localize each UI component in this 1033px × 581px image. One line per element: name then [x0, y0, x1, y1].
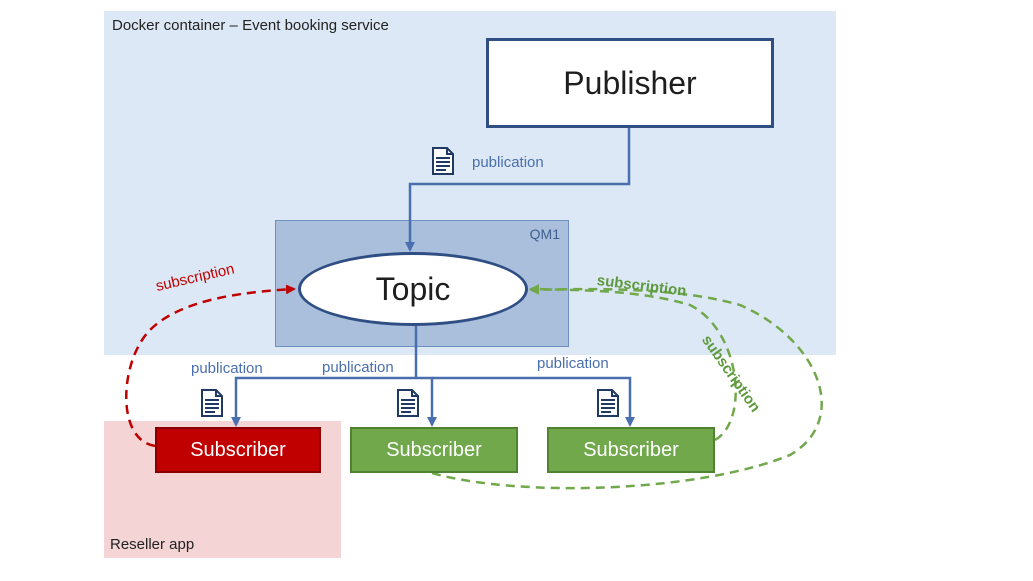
sub3-subscription-arrow — [529, 284, 737, 442]
topic-node: Topic — [298, 252, 528, 326]
reseller-subscription-arrow — [125, 284, 296, 448]
topic-label: Topic — [375, 270, 451, 307]
subscriber-label: Subscriber — [386, 438, 482, 461]
publication-label-sub1: publication — [191, 360, 263, 377]
publication-label-sub2: publication — [322, 359, 394, 376]
subscriber-internal-node-2: Subscriber — [547, 427, 715, 473]
publication-arrow-to-sub1 — [231, 376, 416, 427]
publication-label-sub3: publication — [537, 355, 609, 372]
docker-container-label: Docker container – Event booking service — [112, 17, 389, 34]
document-icon — [432, 147, 454, 175]
subscriber-reseller-node: Subscriber — [155, 427, 321, 473]
publication-label-publisher: publication — [472, 154, 544, 171]
queue-manager-label: QM1 — [529, 226, 560, 242]
publication-arrow-publisher-to-topic — [405, 128, 631, 252]
subscriber-internal-node-1: Subscriber — [350, 427, 518, 473]
subscriber-label: Subscriber — [190, 438, 286, 461]
sub2-subscription-arrow — [431, 284, 823, 490]
document-icon — [397, 389, 419, 417]
publisher-node: Publisher — [486, 38, 774, 128]
document-icon — [201, 389, 223, 417]
document-icon — [597, 389, 619, 417]
publication-arrow-to-sub3 — [432, 376, 635, 427]
publisher-label: Publisher — [563, 64, 697, 101]
subscriber-label: Subscriber — [583, 438, 679, 461]
reseller-app-label: Reseller app — [110, 536, 195, 553]
